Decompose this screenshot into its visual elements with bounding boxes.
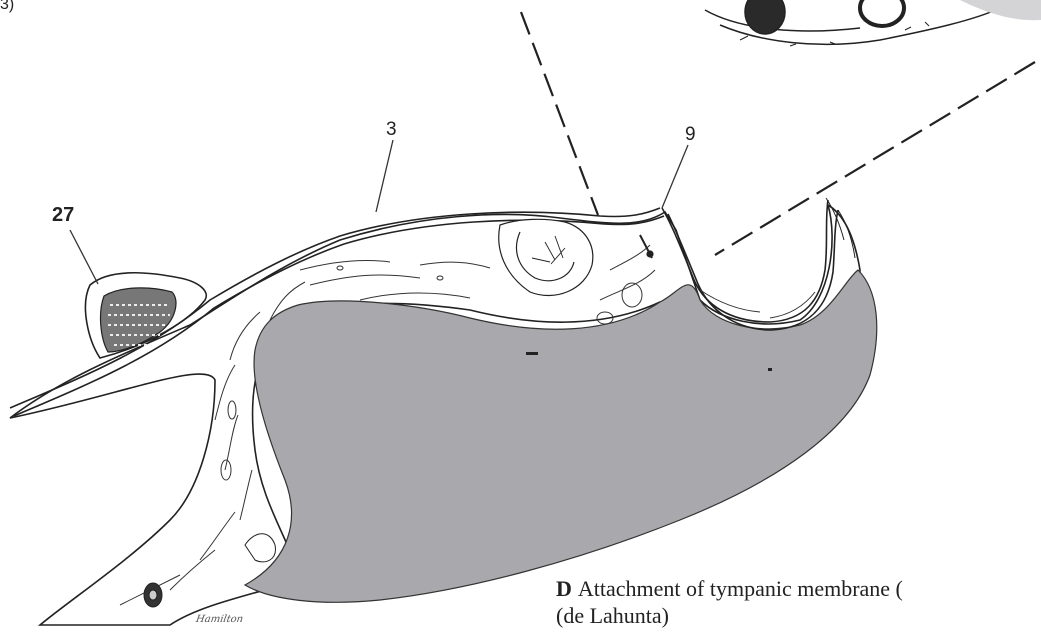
label-9: 9: [685, 124, 696, 146]
dashed-line-right: [715, 62, 1035, 255]
leader-27: [70, 230, 98, 284]
caption-line-2: (de Lahunta): [556, 602, 903, 629]
leader-3: [376, 140, 393, 212]
label-27: 27: [52, 204, 74, 227]
leader-9: [662, 145, 688, 208]
corner-label: 3): [0, 0, 14, 14]
inset-drawing-fragment: [705, 0, 1041, 46]
label-3: 3: [386, 119, 397, 141]
dashed-leader-lines: [521, 12, 1035, 255]
artist-signature: Hamilton: [195, 614, 244, 625]
caption-text: Attachment of tympanic membrane (: [578, 576, 903, 601]
caption-letter: D: [556, 576, 572, 601]
dashed-line-upper: [521, 12, 598, 215]
